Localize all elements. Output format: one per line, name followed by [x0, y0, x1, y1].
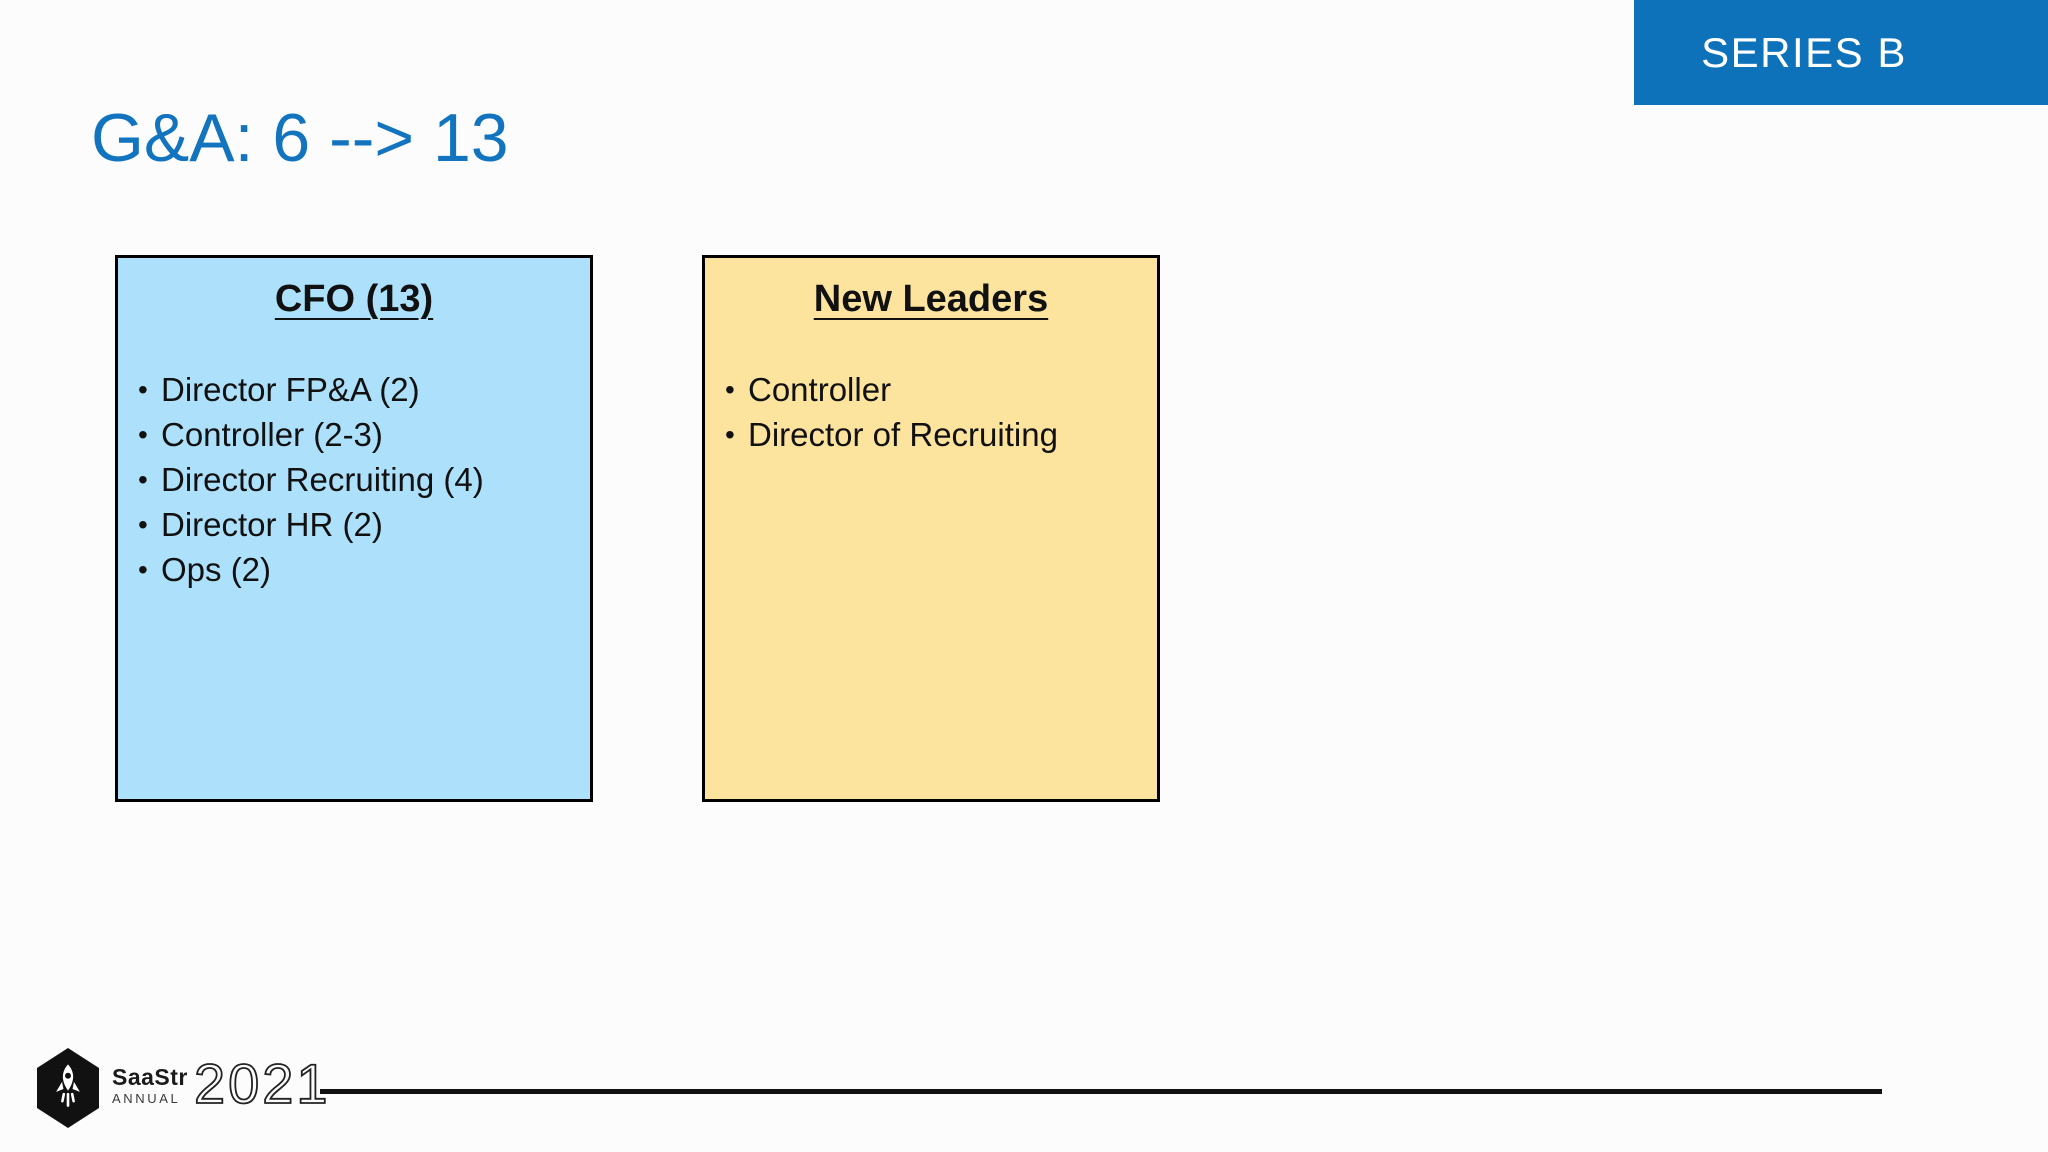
brand-year: 2021: [193, 1052, 331, 1115]
series-banner-label: SERIES B: [1701, 28, 1907, 76]
page-title: G&A: 6 --> 13: [91, 100, 509, 176]
brand-name: SaaStr: [112, 1064, 188, 1090]
saastr-logo: [37, 1048, 99, 1128]
new-leaders-list: Controller Director of Recruiting: [705, 367, 1157, 457]
list-item: Director HR (2): [118, 502, 590, 547]
list-item: Ops (2): [118, 547, 590, 592]
list-item: Director Recruiting (4): [118, 457, 590, 502]
cfo-box-header: CFO (13): [274, 278, 434, 320]
footer-rule: [320, 1089, 1882, 1094]
new-leaders-box: New Leaders Controller Director of Recru…: [702, 255, 1160, 802]
list-item: Director of Recruiting: [705, 412, 1157, 457]
rocket-icon: [56, 1064, 80, 1107]
list-item: Director FP&A (2): [118, 367, 590, 412]
cfo-box: CFO (13) Director FP&A (2) Controller (2…: [115, 255, 593, 802]
series-banner: SERIES B: [1634, 0, 2048, 105]
brand-subtitle: ANNUAL: [112, 1091, 181, 1106]
list-item: Controller (2-3): [118, 412, 590, 457]
brand-block: SaaStr ANNUAL: [112, 1064, 188, 1106]
list-item: Controller: [705, 367, 1157, 412]
new-leaders-box-header: New Leaders: [813, 278, 1049, 320]
cfo-list: Director FP&A (2) Controller (2-3) Direc…: [118, 367, 590, 592]
